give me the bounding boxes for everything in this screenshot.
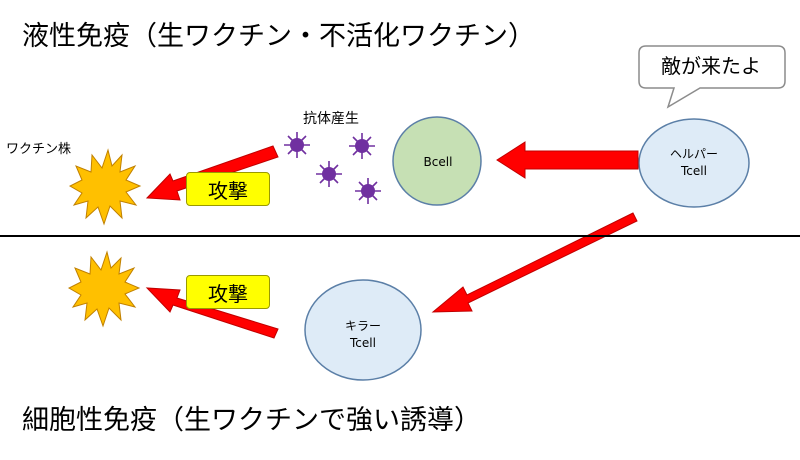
vaccine-strain-label: ワクチン株 bbox=[6, 142, 72, 157]
attack-label-bottom: 攻撃 bbox=[186, 275, 270, 309]
helper-tcell-label: ヘルパー Tcell bbox=[640, 146, 748, 180]
antibody bbox=[316, 161, 342, 187]
killer-tcell-circle bbox=[304, 279, 422, 381]
antibody-production-label: 抗体産生 bbox=[303, 111, 359, 127]
antibody bbox=[349, 133, 375, 159]
antibody bbox=[355, 178, 381, 204]
bcell-circle bbox=[392, 116, 482, 206]
antibody bbox=[284, 132, 310, 158]
arrow-killer-attack bbox=[145, 287, 279, 339]
helper-tcell-circle bbox=[638, 118, 750, 208]
helper-tcell-type: Tcell bbox=[681, 164, 707, 178]
helper-tcell-name: ヘルパー bbox=[669, 147, 718, 161]
cellular-immunity-title: 細胞性免疫（生ワクチンで強い誘導） bbox=[22, 405, 481, 436]
speech-bubble bbox=[638, 45, 786, 109]
attack-text: 攻撃 bbox=[208, 178, 248, 203]
arrow-helper-to-bcell bbox=[496, 141, 639, 179]
humoral-immunity-title: 液性免疫（生ワクチン・不活化ワクチン） bbox=[22, 21, 535, 52]
speech-bubble-text: 敵が来たよ bbox=[661, 54, 761, 78]
bcell-label: Bcell bbox=[423, 155, 453, 169]
arrow-helper-to-killer bbox=[431, 212, 638, 313]
section-divider bbox=[0, 235, 800, 237]
attack-label-top: 攻撃 bbox=[186, 172, 270, 206]
pathogen-burst-bottom bbox=[67, 250, 141, 328]
attack-text: 攻撃 bbox=[208, 281, 248, 306]
vaccine-burst-top bbox=[68, 148, 142, 226]
killer-tcell-label: キラー Tcell bbox=[305, 318, 421, 352]
killer-tcell-type: Tcell bbox=[350, 336, 376, 350]
killer-tcell-name: キラー bbox=[344, 319, 381, 333]
